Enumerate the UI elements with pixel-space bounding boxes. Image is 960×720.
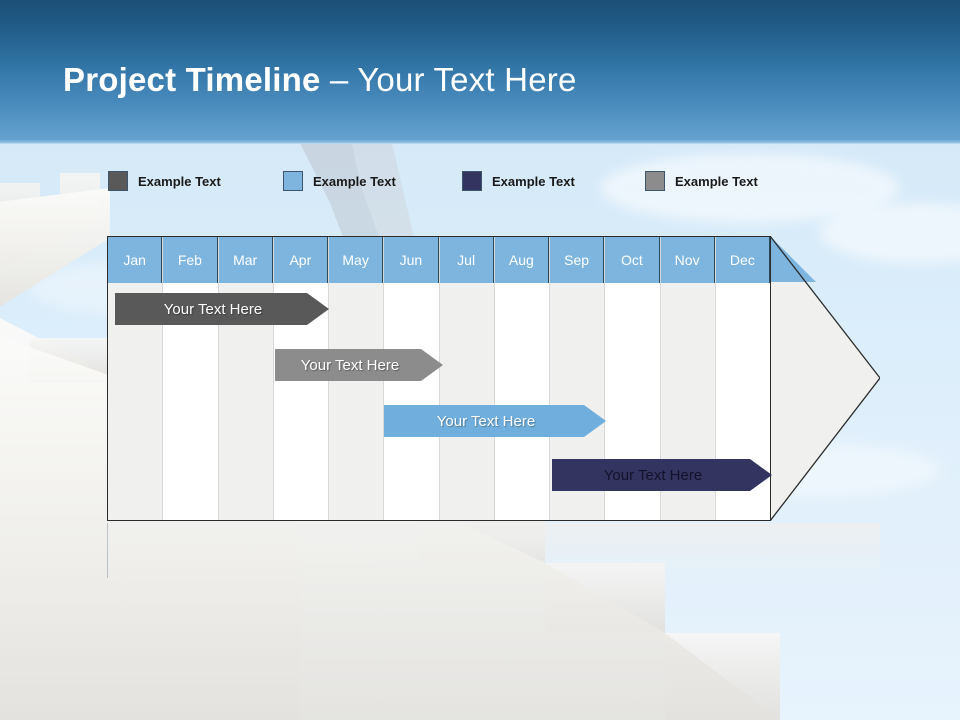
month-header-dec: Dec [715, 237, 770, 283]
timeline-chart: Jan Feb Mar Apr May Jun Jul Aug Sep Oct … [107, 236, 880, 526]
title-banner-edge [0, 140, 960, 144]
page-title-light: Your Text Here [357, 61, 577, 98]
page-title-separator: – [320, 61, 358, 98]
month-header-oct: Oct [605, 237, 660, 283]
month-header-jul: Jul [439, 237, 494, 283]
month-header-apr: Apr [273, 237, 328, 283]
timeline-arrow-head [770, 236, 880, 521]
task-bar-shape [552, 459, 772, 491]
task-bar-label: Your Text Here [163, 300, 263, 318]
task-bar-4[interactable]: Your Text Here [552, 459, 772, 491]
task-bar-2[interactable]: Your Text Here [275, 349, 443, 381]
legend-item-1[interactable]: Example Text [108, 167, 221, 195]
task-bar-3[interactable]: Your Text Here [384, 405, 606, 437]
month-column-jul: Jul [438, 237, 494, 520]
month-header-feb: Feb [163, 237, 218, 283]
task-bar-label: Your Text Here [436, 412, 536, 430]
legend-swatch-icon [462, 171, 482, 191]
month-column-feb: Feb [162, 237, 218, 520]
legend-item-label: Example Text [492, 173, 575, 189]
timeline-grid: Jan Feb Mar Apr May Jun Jul Aug Sep Oct … [107, 236, 771, 521]
month-header-sep: Sep [550, 237, 605, 283]
legend: Example Text Example Text Example Text E… [108, 167, 808, 195]
month-column-aug: Aug [493, 237, 549, 520]
month-header-jan: Jan [108, 237, 163, 283]
month-column-jan: Jan [108, 237, 163, 520]
page-title: Project Timeline – Your Text Here [63, 60, 577, 100]
month-header-nov: Nov [660, 237, 715, 283]
arrow-head-outline [770, 236, 880, 521]
month-header-mar: Mar [218, 237, 273, 283]
legend-swatch-icon [283, 171, 303, 191]
legend-item-label: Example Text [675, 173, 758, 189]
month-header-jun: Jun [384, 237, 439, 283]
task-bar-label: Your Text Here [603, 466, 703, 484]
month-header-aug: Aug [494, 237, 549, 283]
task-bar-label: Your Text Here [300, 356, 400, 374]
month-header-may: May [329, 237, 384, 283]
task-bar-shape [115, 293, 329, 325]
title-banner [0, 0, 960, 140]
legend-swatch-icon [108, 171, 128, 191]
legend-item-3[interactable]: Example Text [462, 167, 575, 195]
month-column-mar: Mar [217, 237, 273, 520]
legend-swatch-icon [645, 171, 665, 191]
task-bar-shape [275, 349, 443, 381]
page-title-bold: Project Timeline [63, 61, 321, 98]
task-bar-shape [384, 405, 606, 437]
legend-item-2[interactable]: Example Text [283, 167, 396, 195]
task-bar-1[interactable]: Your Text Here [115, 293, 329, 325]
legend-item-label: Example Text [138, 173, 221, 189]
legend-item-label: Example Text [313, 173, 396, 189]
legend-item-4[interactable]: Example Text [645, 167, 758, 195]
